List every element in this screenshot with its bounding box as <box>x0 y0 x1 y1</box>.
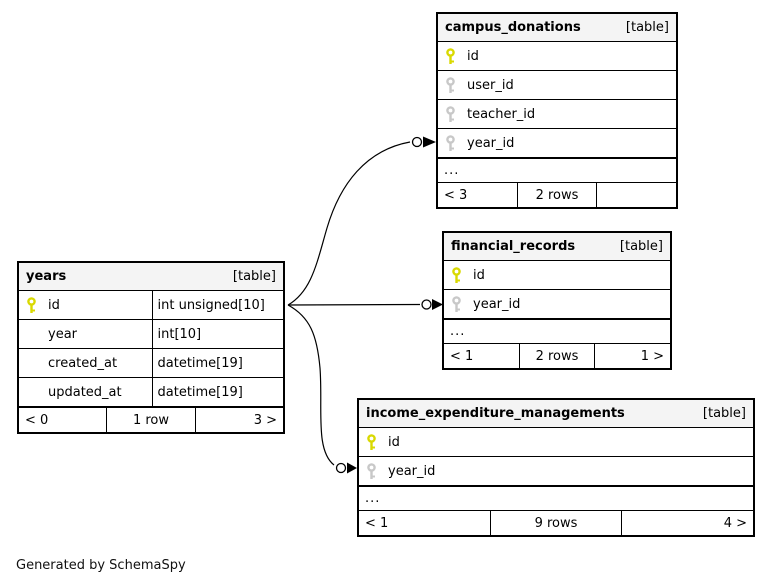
table-footer: < 3 2 rows <box>438 182 676 207</box>
foreign-key-icon <box>366 462 388 480</box>
column-row: created_at datetime[19] <box>19 349 283 378</box>
table-badge: [table] <box>625 20 669 35</box>
footer-parents-count: 3 > <box>194 408 283 432</box>
footer-parents-count <box>596 183 676 207</box>
table-badge: [table] <box>619 239 663 254</box>
column-row: year_id <box>444 290 670 319</box>
zero-or-one-circle <box>335 462 347 474</box>
footer-parents-count: 4 > <box>621 511 753 535</box>
table-name[interactable]: income_expenditure_managements <box>366 406 625 421</box>
column-row: id <box>444 261 670 290</box>
footer-children-count: < 0 <box>25 412 49 428</box>
table-financial-records: financial_records [table] id year_id ...… <box>442 231 672 370</box>
zero-or-one-circle <box>411 136 423 148</box>
primary-key-icon <box>451 266 473 284</box>
column-name: id <box>467 48 479 64</box>
footer-row-count: 2 rows <box>516 183 597 207</box>
column-row: id int unsigned[10] <box>19 291 283 320</box>
column-type: int[10] <box>151 320 284 348</box>
generated-by-credit: Generated by SchemaSpy <box>16 558 186 573</box>
column-type: datetime[19] <box>151 378 284 406</box>
primary-key-icon <box>445 47 467 65</box>
footer-children-count: < 3 <box>444 187 468 203</box>
edge-years-income-expenditure <box>287 304 357 474</box>
table-name[interactable]: years <box>26 269 67 284</box>
column-row: id <box>359 428 753 457</box>
table-header: income_expenditure_managements [table] <box>359 400 753 428</box>
footer-row-count: 1 row <box>106 408 194 432</box>
table-income-expenditure-managements: income_expenditure_managements [table] i… <box>357 398 755 537</box>
footer-children-count: < 1 <box>450 348 474 364</box>
column-name: id <box>48 297 60 313</box>
footer-parents-count: 1 > <box>594 344 670 368</box>
primary-key-icon <box>26 296 48 314</box>
column-name: user_id <box>467 77 514 93</box>
column-name: year_id <box>473 296 521 312</box>
table-name[interactable]: campus_donations <box>445 20 581 35</box>
table-years: years [table] id int unsigned[10] year i… <box>17 261 285 434</box>
column-row: year_id <box>359 457 753 486</box>
table-badge: [table] <box>232 269 276 284</box>
column-name: id <box>388 434 400 450</box>
column-name: updated_at <box>48 384 122 400</box>
table-footer: < 1 9 rows 4 > <box>359 510 753 535</box>
table-header: years [table] <box>19 263 283 291</box>
ellipsis-row: ... <box>438 158 676 182</box>
column-name: year_id <box>467 135 515 151</box>
arrowhead-icon <box>347 462 357 474</box>
column-row: year_id <box>438 129 676 158</box>
table-footer: < 0 1 row 3 > <box>19 407 283 432</box>
table-name[interactable]: financial_records <box>451 239 576 254</box>
table-footer: < 1 2 rows 1 > <box>444 343 670 368</box>
ellipsis-row: ... <box>359 486 753 510</box>
footer-children-count: < 1 <box>365 515 389 531</box>
arrowhead-icon <box>423 136 436 148</box>
foreign-key-icon <box>445 105 467 123</box>
column-name: id <box>473 267 485 283</box>
column-name: year <box>48 326 78 342</box>
zero-or-one-circle <box>421 299 432 310</box>
edge-years-financial-records <box>287 299 443 310</box>
footer-row-count: 2 rows <box>518 344 595 368</box>
column-type: int unsigned[10] <box>151 291 284 319</box>
table-campus-donations: campus_donations [table] id user_id teac… <box>436 12 678 209</box>
primary-key-icon <box>366 433 388 451</box>
foreign-key-icon <box>445 76 467 94</box>
edge-years-campus-donations <box>287 136 436 306</box>
column-type: datetime[19] <box>151 349 284 377</box>
column-row: updated_at datetime[19] <box>19 378 283 407</box>
table-badge: [table] <box>702 406 746 421</box>
foreign-key-icon <box>451 295 473 313</box>
column-row: user_id <box>438 71 676 100</box>
ellipsis-row: ... <box>444 319 670 343</box>
column-row: teacher_id <box>438 100 676 129</box>
footer-row-count: 9 rows <box>489 511 622 535</box>
column-row: year int[10] <box>19 320 283 349</box>
table-header: financial_records [table] <box>444 233 670 261</box>
column-name: teacher_id <box>467 106 536 122</box>
column-name: year_id <box>388 463 436 479</box>
foreign-key-icon <box>445 134 467 152</box>
column-row: id <box>438 42 676 71</box>
table-header: campus_donations [table] <box>438 14 676 42</box>
column-name: created_at <box>48 355 118 371</box>
